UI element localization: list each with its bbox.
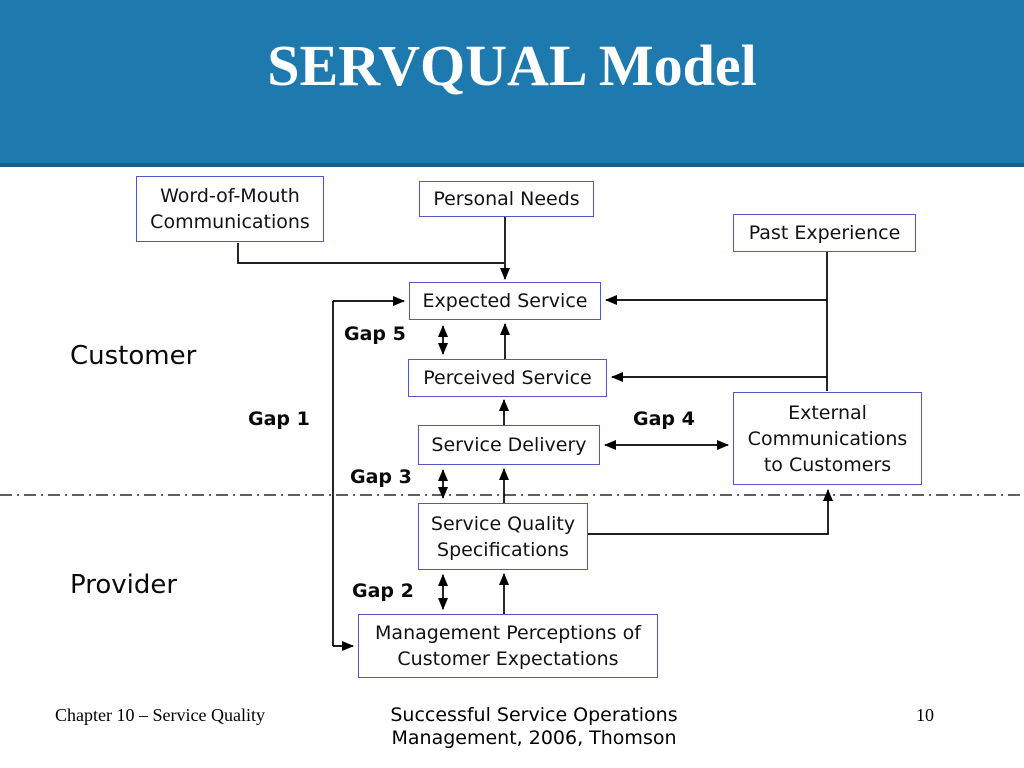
title-banner: SERVQUAL Model xyxy=(0,0,1024,167)
slide-title: SERVQUAL Model xyxy=(267,33,757,98)
footer-source-line2: Management, 2006, Thomson xyxy=(391,727,677,749)
box-past-experience: Past Experience xyxy=(733,214,916,252)
box-expected-service: Expected Service xyxy=(409,282,601,320)
footer-source-line1: Successful Service Operations xyxy=(390,704,678,726)
box-service-delivery: Service Delivery xyxy=(418,425,600,465)
footer-source: Successful Service Operations Management… xyxy=(384,704,684,750)
connector-word-of-mouth-to-expected xyxy=(237,243,504,264)
gap3-label: Gap 3 xyxy=(350,466,412,488)
gap1-label: Gap 1 xyxy=(248,408,310,430)
box-word-of-mouth: Word-of-Mouth Communications xyxy=(136,176,324,242)
gap4-label: Gap 4 xyxy=(633,408,695,430)
box-service-quality-specifications: Service Quality Specifications xyxy=(418,503,588,570)
box-perceived-service: Perceived Service xyxy=(408,359,607,397)
footer-page-number: 10 xyxy=(916,705,934,725)
gap2-label: Gap 2 xyxy=(352,580,414,602)
provider-section-label: Provider xyxy=(70,570,178,600)
box-personal-needs: Personal Needs xyxy=(419,181,594,217)
gap5-label: Gap 5 xyxy=(344,323,406,345)
footer-chapter: Chapter 10 – Service Quality xyxy=(55,705,265,725)
box-external-communications: External Communications to Customers xyxy=(733,392,922,485)
box-management-perceptions: Management Perceptions of Customer Expec… xyxy=(358,614,658,678)
customer-section-label: Customer xyxy=(70,341,197,371)
connector-specs-to-external xyxy=(588,489,833,535)
